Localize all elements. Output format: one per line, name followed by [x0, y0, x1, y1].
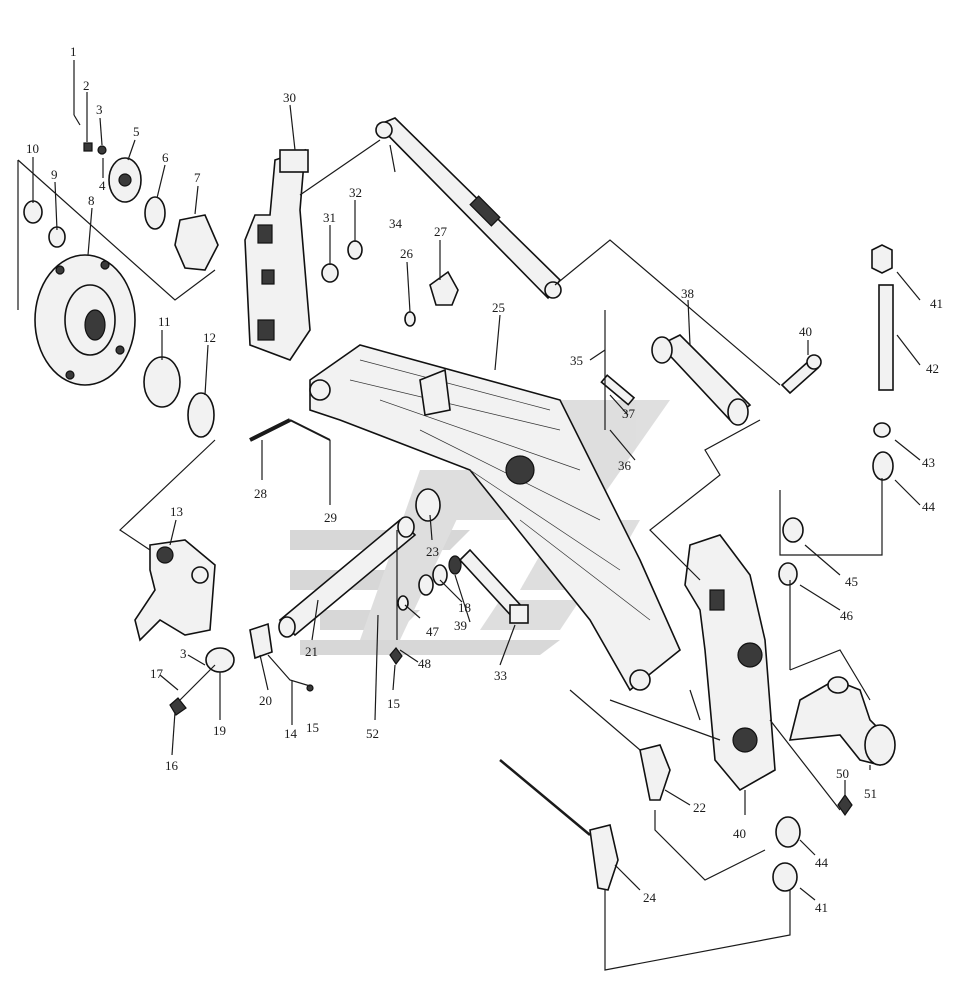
leader-lines — [17, 60, 921, 971]
label-40: 40 — [799, 324, 812, 339]
main-lift-arm — [309, 344, 681, 692]
link-rod-34 — [375, 117, 562, 300]
label-5: 5 — [133, 124, 140, 139]
label-27: 27 — [434, 224, 448, 239]
label-48: 48 — [418, 656, 431, 671]
label-51: 51 — [864, 786, 877, 801]
label-9: 9 — [51, 167, 58, 182]
label-31: 31 — [323, 210, 336, 225]
right-column-parts — [778, 244, 894, 586]
label-4: 4 — [99, 178, 106, 193]
label-46: 46 — [840, 608, 854, 623]
label-41: 41 — [930, 296, 943, 311]
label-24: 24 — [643, 890, 657, 905]
label-45: 45 — [845, 574, 858, 589]
label-2: 2 — [83, 78, 90, 93]
label-42: 42 — [926, 361, 939, 376]
label-37: 37 — [622, 406, 636, 421]
label-44: 44 — [922, 499, 936, 514]
top-center-small-parts — [321, 240, 459, 327]
label-35: 35 — [570, 353, 583, 368]
label-47: 47 — [426, 624, 440, 639]
callout-labels: 1 2 3 4 5 6 7 8 9 10 11 12 13 3 17 16 19… — [26, 44, 943, 915]
hub-8 — [34, 254, 136, 386]
label-23: 23 — [426, 544, 439, 559]
label-13: 13 — [170, 504, 183, 519]
label-17: 17 — [150, 666, 164, 681]
label-11: 11 — [158, 314, 171, 329]
label-7: 7 — [194, 170, 201, 185]
label-52: 52 — [366, 726, 379, 741]
label-19: 19 — [213, 723, 226, 738]
label-21: 21 — [305, 644, 318, 659]
label-15: 15 — [306, 720, 319, 735]
label-16: 16 — [165, 758, 179, 773]
bottom-parts — [499, 744, 853, 892]
lever-51 — [788, 676, 896, 766]
label-3b: 3 — [180, 646, 187, 661]
pin-assembly-33 — [389, 548, 529, 666]
label-50: 50 — [836, 766, 849, 781]
cylinder-38 — [600, 334, 752, 426]
label-29: 29 — [324, 510, 337, 525]
pin-40-top — [780, 354, 822, 395]
label-6: 6 — [162, 150, 169, 165]
label-8: 8 — [88, 193, 95, 208]
label-10: 10 — [26, 141, 39, 156]
label-34: 34 — [389, 216, 403, 231]
label-22: 22 — [693, 800, 706, 815]
label-44b: 44 — [815, 855, 829, 870]
label-1: 1 — [70, 44, 77, 59]
label-3: 3 — [96, 102, 103, 117]
label-28: 28 — [254, 486, 267, 501]
small-parts-top-left — [23, 114, 219, 438]
label-20: 20 — [259, 693, 272, 708]
label-12: 12 — [203, 330, 216, 345]
shaft-21 — [278, 488, 441, 638]
label-14: 14 — [284, 726, 298, 741]
label-41b: 41 — [815, 900, 828, 915]
label-26: 26 — [400, 246, 414, 261]
label-43: 43 — [922, 455, 935, 470]
label-33: 33 — [494, 668, 507, 683]
label-25: 25 — [492, 300, 505, 315]
bracket-40-lower — [684, 534, 776, 792]
label-40b: 40 — [733, 826, 746, 841]
label-36: 36 — [618, 458, 632, 473]
label-18: 18 — [458, 600, 471, 615]
label-32: 32 — [349, 185, 362, 200]
lever-13 — [134, 539, 216, 642]
label-39: 39 — [454, 618, 467, 633]
label-30: 30 — [283, 90, 296, 105]
bracket-30 — [244, 148, 311, 361]
label-15b: 15 — [387, 696, 400, 711]
label-38: 38 — [681, 286, 694, 301]
